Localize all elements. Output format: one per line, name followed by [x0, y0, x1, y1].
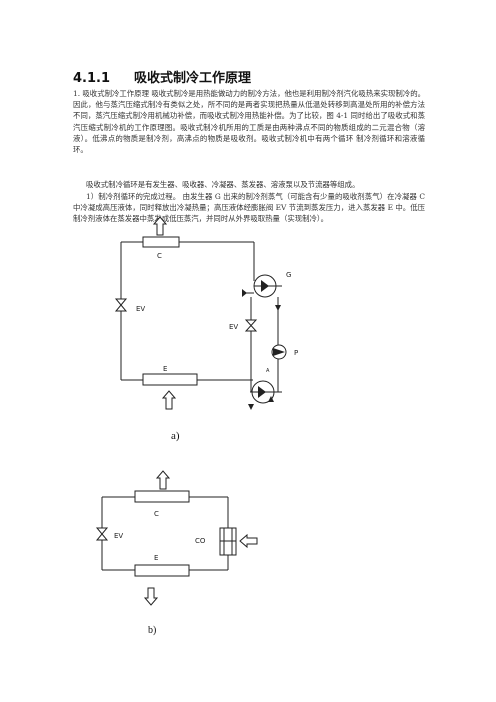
label-ev-left: EV: [136, 305, 145, 313]
heat-in-arrow: [161, 390, 177, 410]
label-e-b: E: [154, 554, 158, 562]
generator-circle: [253, 274, 277, 298]
label-c: C: [157, 252, 162, 260]
label-ev-right: EV: [229, 323, 238, 331]
ev-valve-b: [95, 527, 109, 541]
label-c-b: C: [154, 510, 159, 518]
absorber-arrow: [258, 386, 266, 398]
paragraph-components: 吸收式制冷循环是有发生器、吸收器、冷凝器、蒸发器、溶液泵以及节流器等组成。: [86, 180, 360, 189]
label-g: G: [286, 271, 291, 279]
evaporator-box: [142, 373, 198, 386]
label-ev-b: EV: [114, 532, 123, 540]
label-co: CO: [195, 537, 206, 545]
ev-left-valve: [114, 298, 128, 312]
condenser-box: [142, 236, 180, 248]
paragraph-refrigerant-cycle: 1）制冷剂循环的完成过程。 由发生器 G 出来的制冷剂蒸气（可能含有少量的吸收剂…: [73, 192, 425, 224]
work-in-arrow: [239, 533, 258, 549]
label-p: P: [294, 349, 298, 357]
heat-out-arrow-b: [155, 470, 171, 490]
label-a: A: [266, 368, 270, 374]
caption-b: b): [148, 625, 157, 636]
absorber-circle: [251, 380, 275, 404]
paragraph-intro: 1. 吸收式制冷工作原理 吸收式制冷是用热能做动力的制冷方法，他也是利用制冷剂汽…: [73, 89, 425, 155]
pump-arrow: [273, 348, 285, 356]
ev-right-valve: [244, 319, 258, 332]
section-heading: 4.1.1 吸收式制冷工作原理: [73, 67, 251, 86]
heat-in-arrow-b: [143, 587, 159, 606]
section-number: 4.1.1: [73, 71, 111, 86]
section-title: 吸收式制冷工作原理: [134, 71, 252, 86]
label-e: E: [163, 365, 167, 373]
generator-arrow: [261, 280, 269, 292]
compressor-box: [219, 527, 237, 556]
pump-circle: [271, 344, 287, 360]
evaporator-box-b: [134, 564, 190, 577]
caption-a: a): [171, 430, 180, 442]
condenser-box-b: [134, 490, 190, 503]
